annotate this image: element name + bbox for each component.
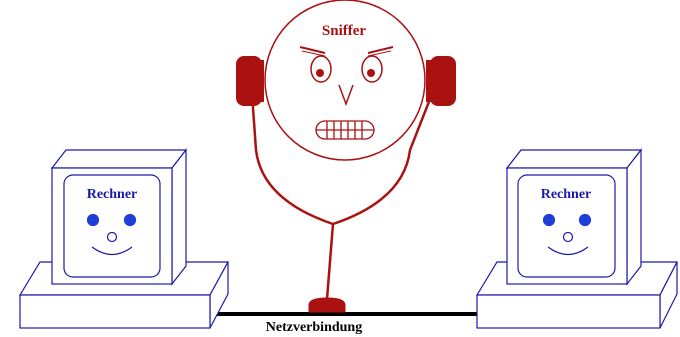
left-earphone-icon: [236, 56, 264, 106]
sniffer-cord-down: [325, 223, 335, 300]
sniffer: [236, 0, 456, 313]
nose: [106, 231, 118, 243]
sniffer-left-eyebrow: [299, 46, 326, 54]
smile: [547, 246, 589, 256]
right-computer-face: [542, 213, 592, 256]
right-eye: [123, 213, 137, 227]
left-eye: [86, 213, 100, 227]
left-computer: [18, 148, 230, 329]
right-earphone-icon: [426, 56, 456, 106]
sniffer-right-eye: [361, 55, 383, 83]
left-computer-face: [86, 213, 137, 256]
right-computer-monitor: [505, 148, 643, 286]
right-eye: [578, 213, 592, 227]
right-computer: [475, 148, 678, 329]
sniffer-left-eye: [310, 55, 332, 83]
left-computer-monitor: [50, 148, 188, 286]
left-eye: [542, 213, 556, 227]
left-computer-label: Rechner: [87, 187, 138, 202]
nose: [562, 231, 574, 243]
smile: [91, 246, 133, 256]
right-computer-label: Rechner: [541, 187, 592, 202]
left-computer-screen: [63, 174, 161, 278]
sniffer-nose: [338, 84, 354, 107]
sniffer-label: Sniffer: [322, 23, 367, 39]
sniffer-right-eyebrow: [367, 46, 394, 54]
network-tap: [308, 297, 346, 313]
sniffer-head: [264, 0, 426, 161]
sniffer-mouth: [315, 120, 375, 140]
network-label: Netzverbindung: [266, 320, 362, 335]
right-computer-screen: [517, 174, 616, 278]
sniffer-left-eyebrow-2: [301, 50, 326, 57]
sniffer-right-eyebrow-2: [367, 50, 392, 57]
